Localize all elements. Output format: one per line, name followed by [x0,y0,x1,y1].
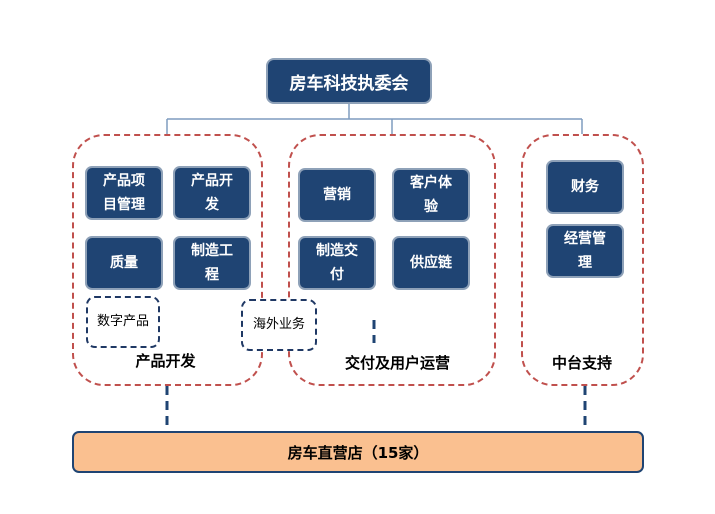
unit-product-dev: 产品开发 [173,166,251,220]
unit-manufacturing-eng: 制造工程 [173,236,251,290]
group-product-development [72,134,263,386]
unit-supply-chain: 供应链 [392,236,470,290]
executive-committee-box: 房车科技执委会 [266,58,432,104]
unit-finance: 财务 [546,160,624,214]
unit-product-project-mgmt: 产品项目管理 [85,166,163,220]
group-delivery-user-ops [288,134,496,386]
unit-marketing: 营销 [298,168,376,222]
group-label-product-development: 产品开发 [135,352,196,370]
unit-digital-product: 数字产品 [86,296,160,348]
group-label-delivery-user-ops: 交付及用户运营 [344,354,450,372]
group-label-middle-support: 中台支持 [551,354,612,372]
unit-manufacturing-delivery: 制造交付 [298,236,376,290]
unit-customer-experience: 客户体验 [392,168,470,222]
unit-quality: 质量 [85,236,163,290]
unit-overseas-business: 海外业务 [241,299,317,351]
unit-business-mgmt: 经营管理 [546,224,624,278]
group-middle-support [521,134,644,386]
direct-store-bar: 房车直营店（15家） [72,431,644,473]
